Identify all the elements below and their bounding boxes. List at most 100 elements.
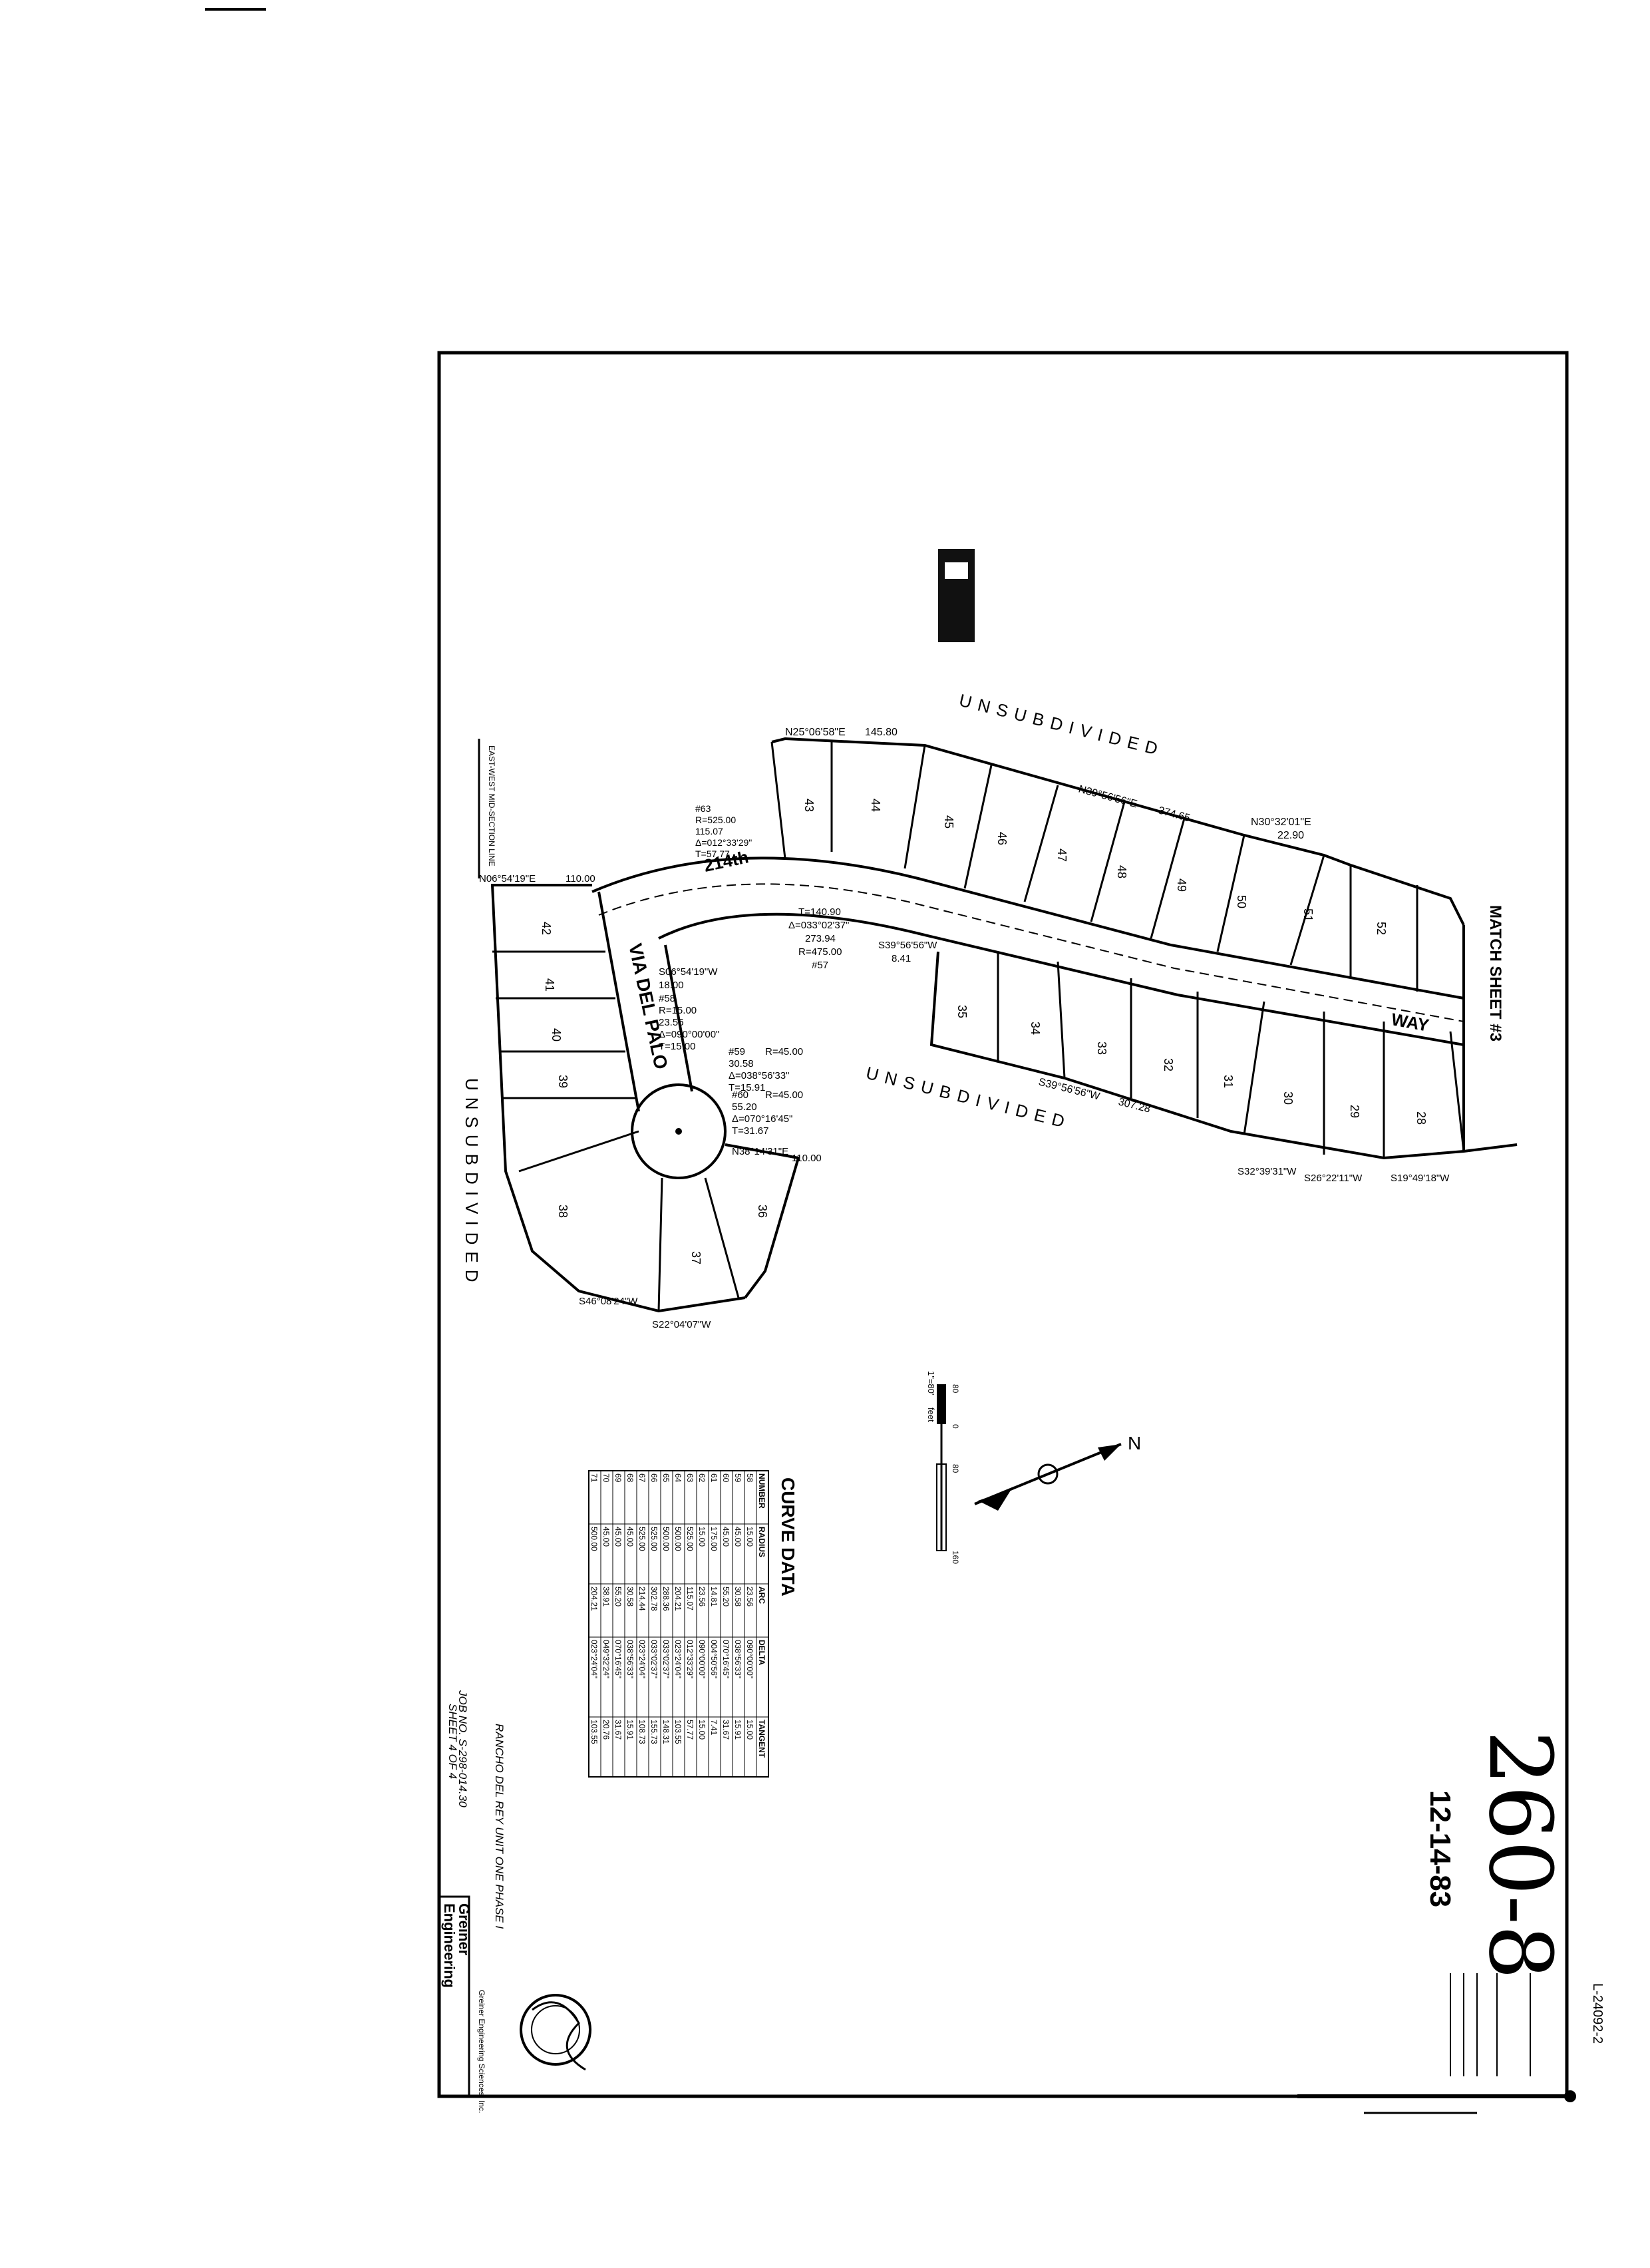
bearing-6: S26°22'11"W (1304, 1173, 1363, 1184)
svg-text:T=140.90: T=140.90 (798, 906, 841, 918)
table-header-cell: DELTA (757, 1640, 766, 1666)
svg-text:T=57.77: T=57.77 (695, 849, 730, 859)
table-cell: 65 (661, 1473, 671, 1483)
table-cell: 31.67 (721, 1720, 731, 1740)
table-cell: 23.56 (697, 1587, 707, 1606)
svg-text:#63: #63 (695, 803, 711, 814)
table-cell: 023°24'04" (673, 1640, 683, 1678)
via-del-palo-west (597, 891, 640, 1112)
svg-text:R=45.00: R=45.00 (765, 1089, 803, 1101)
curve-63-callout: #63 R=525.00 115.07 Δ=012°33'29" T=57.77 (695, 803, 752, 859)
table-cell: 204.21 (589, 1587, 599, 1611)
table-cell: 204.21 (673, 1587, 683, 1611)
svg-text:R=525.00: R=525.00 (695, 815, 736, 825)
table-cell: 525.00 (637, 1527, 647, 1551)
table-cell: 23.56 (745, 1587, 754, 1606)
table-cell: 175.00 (709, 1527, 719, 1551)
street-north-curb (591, 856, 1464, 1000)
curve-59-callout: #59 R=45.00 30.58 Δ=038°56'33" T=15.91 (729, 1046, 803, 1093)
table-cell: 62 (697, 1473, 707, 1483)
table-cell: 59 (733, 1473, 742, 1483)
lot-number: 32 (1162, 1058, 1175, 1071)
table-cell: 214.44 (637, 1587, 647, 1611)
scale-label: 1"=80' (926, 1371, 936, 1395)
scale-tick-label: 80 (951, 1384, 960, 1394)
svg-text:Δ=070°16'45": Δ=070°16'45" (732, 1113, 792, 1125)
bearing-3: N30°32'01"E (1251, 817, 1311, 828)
table-cell: 55.20 (721, 1587, 731, 1606)
table-cell: 57.77 (685, 1720, 695, 1740)
scale-tick-label: 80 (951, 1464, 960, 1473)
engineer-seal (520, 1994, 591, 2066)
bearing-11-dist: 18.00 (659, 980, 684, 991)
table-cell: 023°24'04" (637, 1640, 647, 1678)
lot-number: 34 (1029, 1022, 1042, 1035)
sheet-border (437, 351, 1569, 2098)
svg-text:115.07: 115.07 (695, 826, 723, 837)
bearing-12: N06°54'19"E (479, 873, 536, 884)
table-cell: 033°02'37" (649, 1640, 659, 1678)
south-boundary (929, 951, 1518, 1160)
svg-text:Δ=033°02'37": Δ=033°02'37" (788, 920, 849, 931)
cul-de-sac-bulb (631, 1083, 727, 1179)
bearing-13: S39°56'56"W (878, 940, 937, 951)
table-cell: 500.00 (661, 1527, 671, 1551)
table-cell: 012°33'29" (685, 1640, 695, 1678)
table-cell: 15.00 (745, 1527, 754, 1547)
bearing-12-dist: 110.00 (566, 873, 595, 884)
lot-number: 48 (1115, 865, 1128, 878)
table-cell: 038°56'33" (733, 1640, 742, 1678)
svg-text:T=15.91: T=15.91 (729, 1082, 765, 1093)
table-cell: 090°00'00" (745, 1640, 754, 1678)
bearing-7: S19°49'18"W (1391, 1173, 1450, 1184)
recording-stamp (1450, 1973, 1531, 2076)
lot36-boundary (725, 1143, 800, 1299)
table-cell: 69 (613, 1473, 623, 1483)
lot-number: 38 (556, 1205, 570, 1218)
table-cell: 525.00 (685, 1527, 695, 1551)
table-cell: 115.07 (685, 1587, 695, 1610)
table-cell: 049°32'24" (601, 1640, 611, 1678)
north-label: N (1128, 1433, 1141, 1453)
lot-number: 46 (995, 832, 1009, 845)
curve-57-callout: T=140.90 Δ=033°02'37" 273.94 R=475.00 #5… (788, 906, 849, 971)
svg-text:Δ=012°33'29": Δ=012°33'29" (695, 837, 752, 848)
lot-number: 40 (550, 1028, 563, 1041)
bearing-2: N39°56'56"E (1077, 783, 1138, 810)
bearing-10-dist: 110.00 (792, 1153, 822, 1164)
table-cell: 004°50'56" (709, 1640, 719, 1678)
table-cell: 148.31 (661, 1720, 671, 1744)
mid-section-label: EAST-WEST MID-SECTION LINE (487, 745, 496, 866)
bearing-13-dist: 8.41 (892, 953, 911, 964)
lot-number: 28 (1414, 1111, 1428, 1125)
lot-number: 33 (1095, 1041, 1108, 1055)
bearing-2-dist: 374.65 (1157, 805, 1192, 824)
table-cell: 033°02'37" (661, 1640, 671, 1678)
scale-tick-label: 160 (951, 1551, 960, 1564)
table-cell: 15.91 (733, 1720, 742, 1740)
table-header-cell: RADIUS (757, 1527, 766, 1557)
north-boundary (771, 737, 1465, 926)
svg-text:30.58: 30.58 (729, 1058, 754, 1069)
table-cell: 15.00 (697, 1720, 707, 1740)
table-cell: 58 (745, 1473, 754, 1483)
svg-text:#58: #58 (659, 993, 675, 1004)
table-cell: 15.00 (697, 1527, 707, 1547)
table-cell: 70 (601, 1473, 611, 1483)
svg-text:Δ=038°56'33": Δ=038°56'33" (729, 1070, 789, 1081)
bearing-5: S32°39'31"W (1238, 1166, 1297, 1177)
svg-text:#57: #57 (812, 960, 828, 971)
table-cell: 64 (673, 1473, 683, 1483)
svg-text:Δ=090°00'00": Δ=090°00'00" (659, 1029, 719, 1040)
lot-number: 51 (1301, 908, 1315, 922)
north-arrow: N (974, 1433, 1141, 1511)
table-cell: 45.00 (625, 1527, 635, 1547)
scale-unit: feet (926, 1408, 936, 1422)
svg-text:55.20: 55.20 (732, 1101, 757, 1113)
table-cell: 302.78 (649, 1587, 659, 1611)
table-cell: 070°16'45" (613, 1640, 623, 1678)
svg-text:T=31.67: T=31.67 (732, 1125, 768, 1137)
curve-table-title: CURVE DATA (778, 1477, 798, 1597)
